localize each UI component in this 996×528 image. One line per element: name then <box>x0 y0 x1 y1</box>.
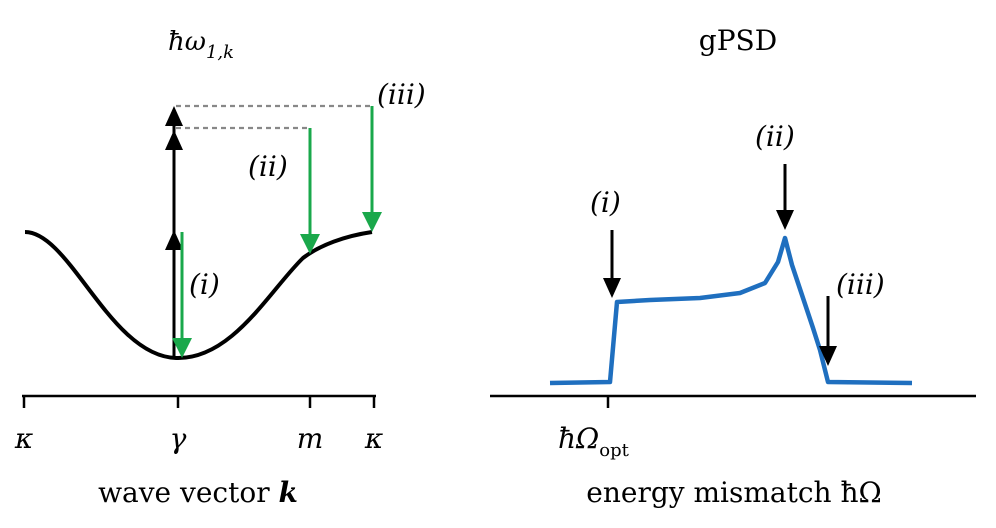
gpsd-x-label: energy mismatch ħΩ <box>586 476 881 509</box>
peak-label-iii: (iii) <box>836 268 885 301</box>
label-ii: (ii) <box>248 150 288 183</box>
label-iii: (iii) <box>377 78 426 111</box>
gpsd-curve <box>549 235 913 386</box>
dispersion-title: ħω1,k <box>168 27 234 63</box>
gpsd-title: gPSD <box>699 24 777 57</box>
dispersion-curve <box>24 230 373 361</box>
tick-label-m: m <box>297 422 324 455</box>
marker-arrowhead-iii <box>819 346 837 366</box>
arrowhead-ii <box>165 130 183 150</box>
tick-label-kappa: κ <box>14 422 33 455</box>
dispersion-x-label: wave vector k <box>98 476 298 509</box>
gpsd-panel: gPSD (i) (ii) (iii) ħΩopt energy mismatc… <box>490 24 976 509</box>
arrowhead-i <box>165 230 183 250</box>
peak-label-ii: (ii) <box>755 120 795 153</box>
relaxation-arrowhead-i <box>172 338 192 358</box>
arrowhead-iii <box>165 106 183 126</box>
marker-arrowhead-ii <box>776 210 794 230</box>
label-i: (i) <box>189 268 220 301</box>
relaxation-arrowhead-iii <box>362 212 382 232</box>
dispersion-panel: ħω1,k (i) (ii) (iii) κ γ m κ <box>14 27 426 509</box>
peak-label-i: (i) <box>590 186 621 219</box>
tick-label-omega-opt: ħΩopt <box>558 422 630 461</box>
tick-label-gamma: γ <box>170 422 187 455</box>
tick-label-kappa: κ <box>364 422 383 455</box>
marker-arrowhead-i <box>603 278 621 298</box>
relaxation-arrowhead-ii <box>300 234 320 254</box>
